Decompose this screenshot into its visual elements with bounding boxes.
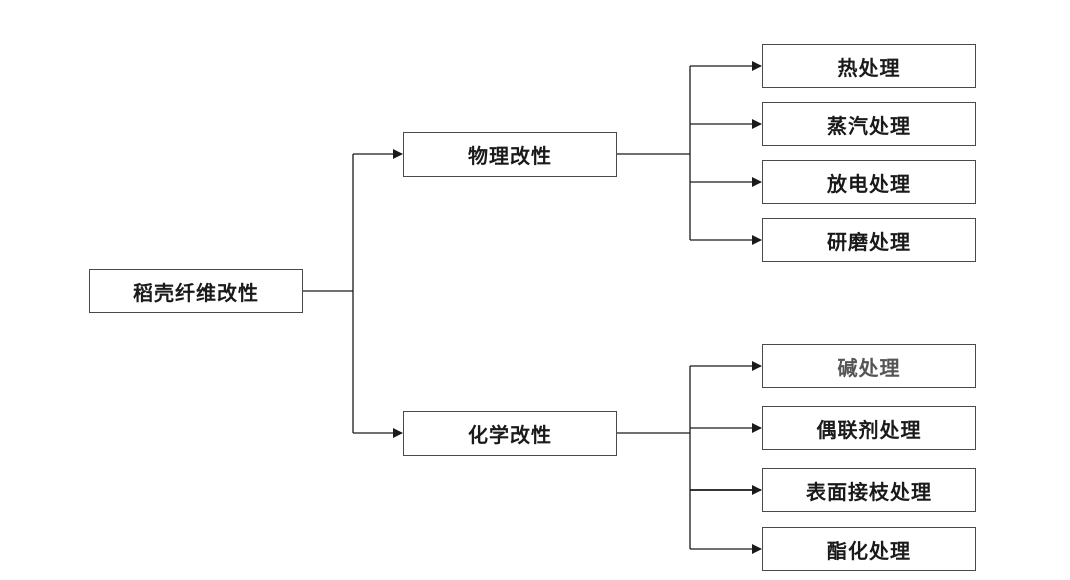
leaf-node-discharge: 放电处理: [762, 160, 976, 204]
leaf-node-alkali: 碱处理: [762, 344, 976, 388]
leaf-node-heat: 热处理: [762, 44, 976, 88]
leaf-node-grafting: 表面接枝处理: [762, 468, 976, 512]
category-node-chemical: 化学改性: [403, 411, 617, 456]
leaf-node-esterification: 酯化处理: [762, 527, 976, 571]
leaf-node-steam: 蒸汽处理: [762, 102, 976, 146]
root-node: 稻壳纤维改性: [89, 269, 303, 313]
leaf-node-grinding: 研磨处理: [762, 218, 976, 262]
category-node-physical: 物理改性: [403, 132, 617, 177]
leaf-node-coupling: 偶联剂处理: [762, 406, 976, 450]
